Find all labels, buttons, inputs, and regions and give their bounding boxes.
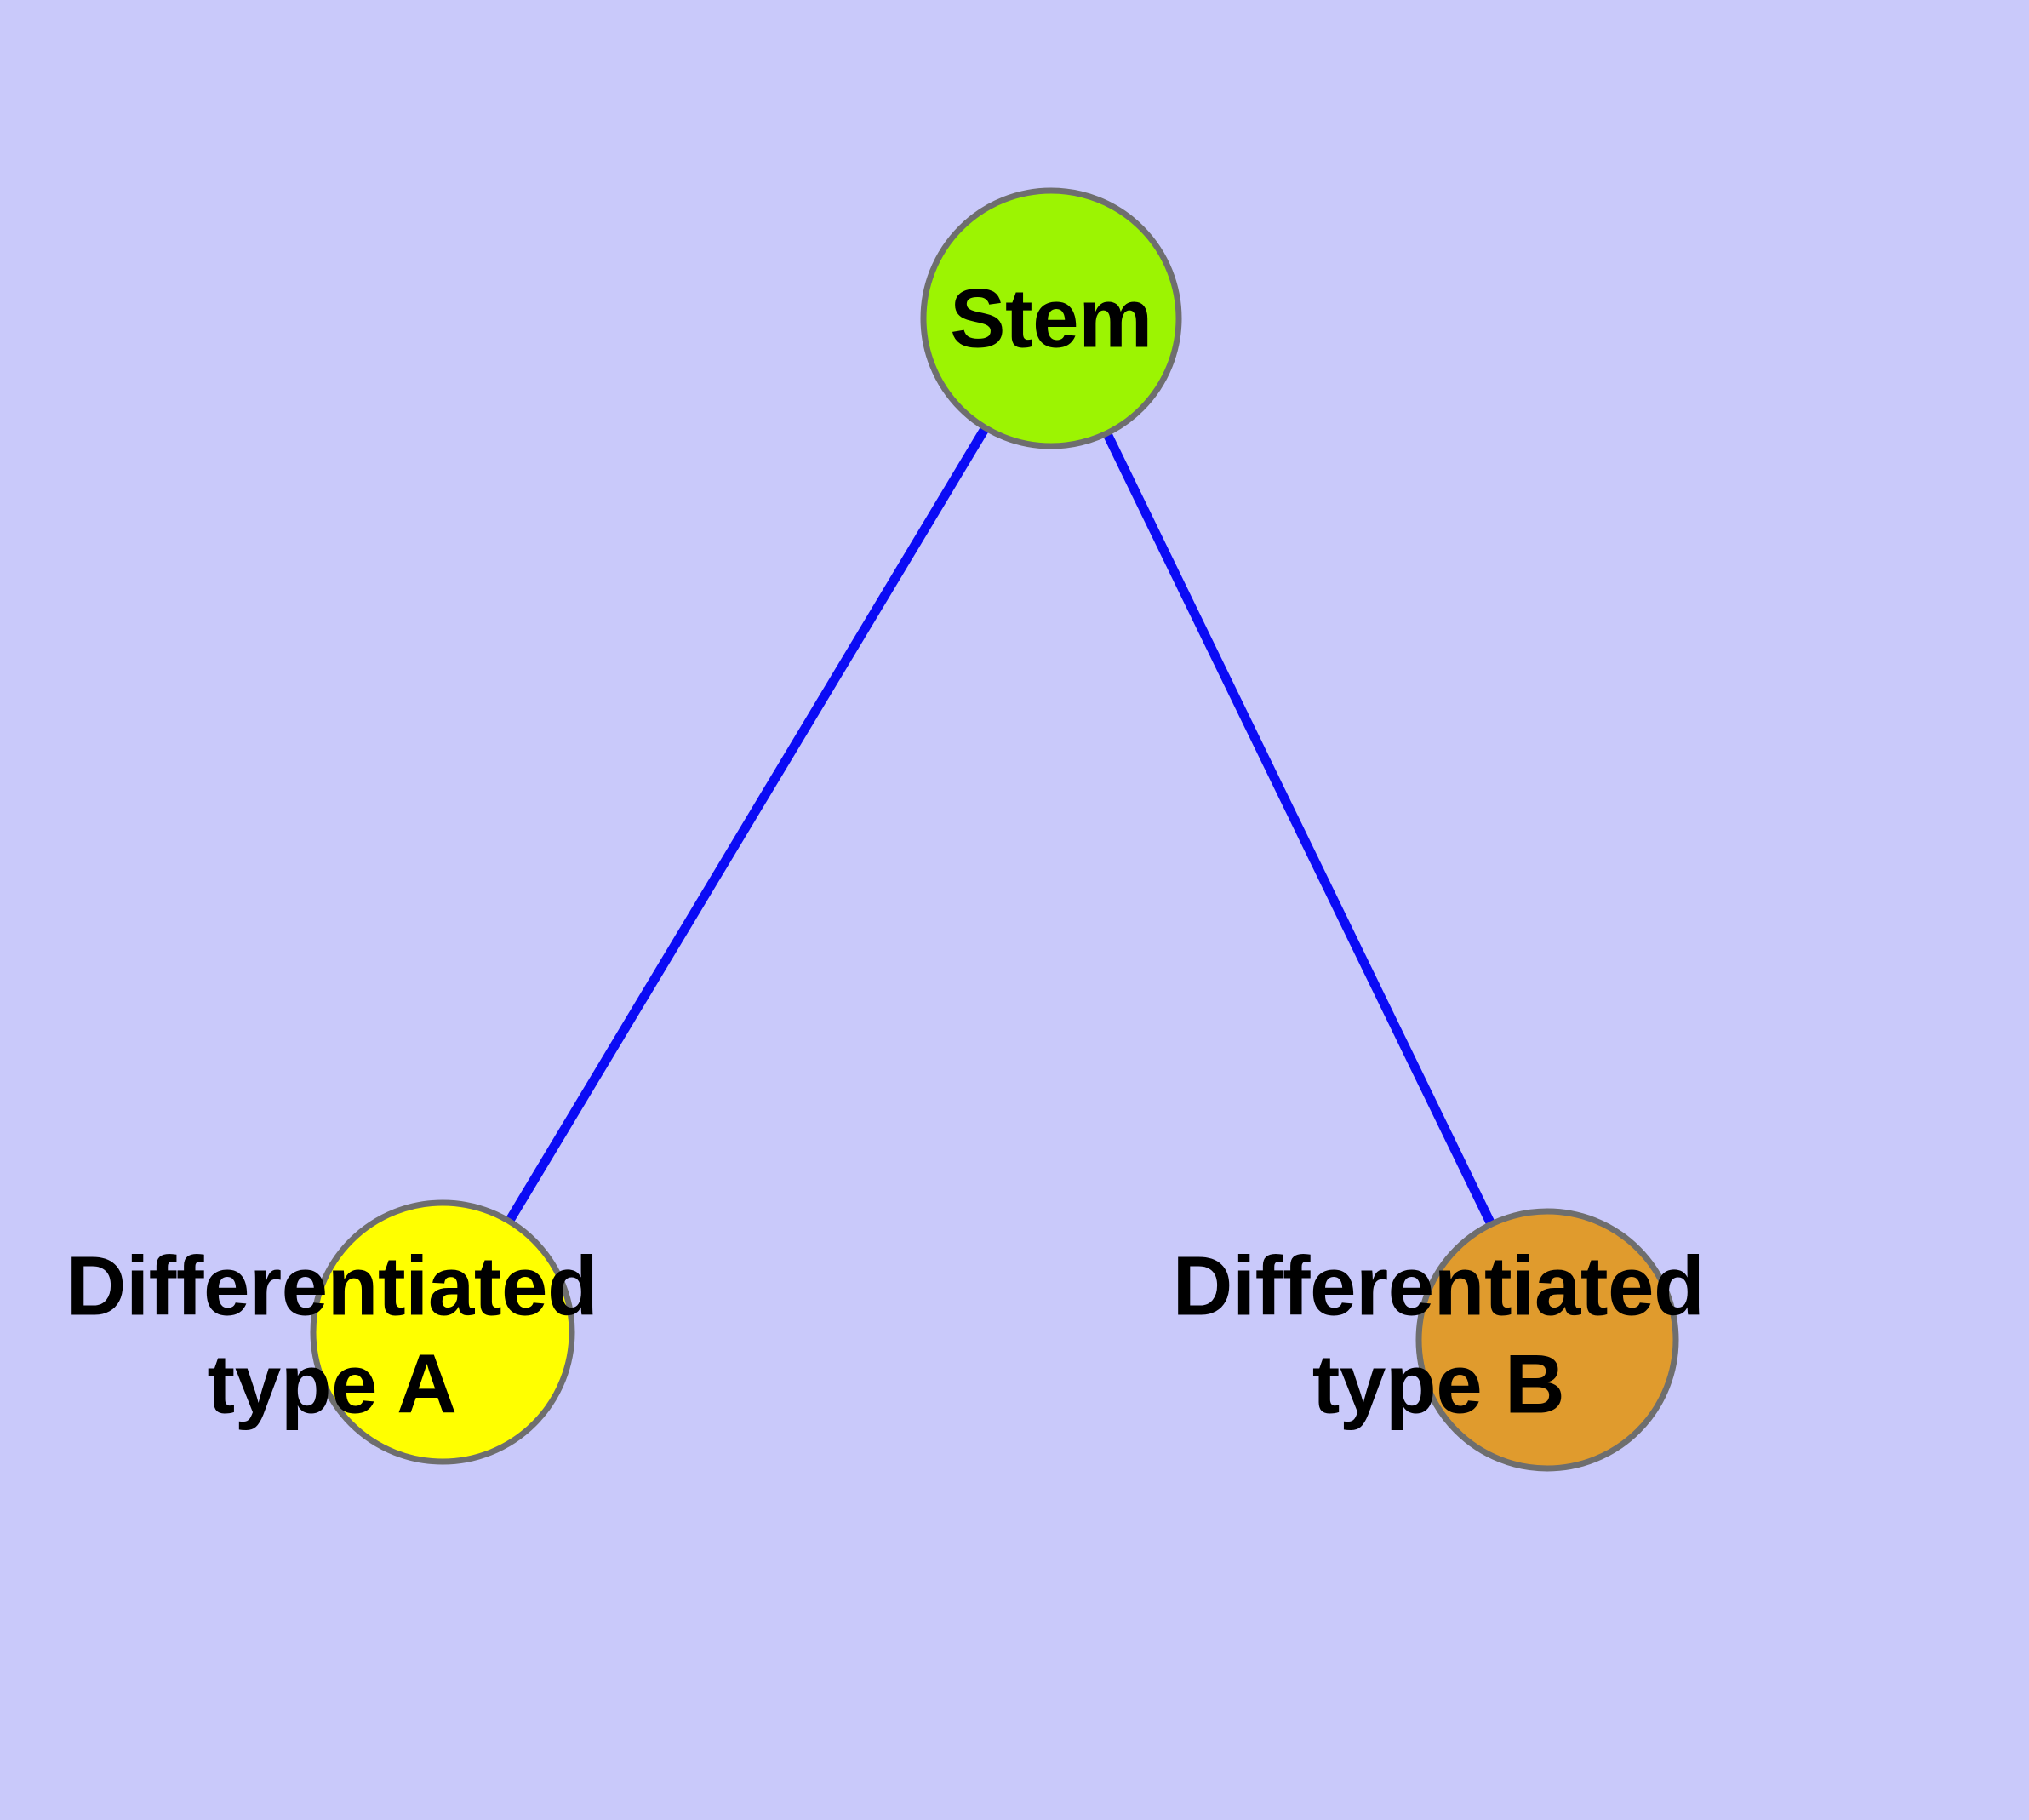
node-layer: [310, 187, 1679, 1472]
node-differentiated-type-b[interactable]: [1415, 1208, 1679, 1472]
edge-stem-to-differentiated-type-a[interactable]: [438, 316, 1055, 1335]
edge-stem-to-differentiated-type-b[interactable]: [1047, 316, 1552, 1342]
node-stem[interactable]: [920, 187, 1182, 449]
node-differentiated-type-a[interactable]: [310, 1199, 575, 1465]
edge-layer: [438, 316, 1552, 1342]
